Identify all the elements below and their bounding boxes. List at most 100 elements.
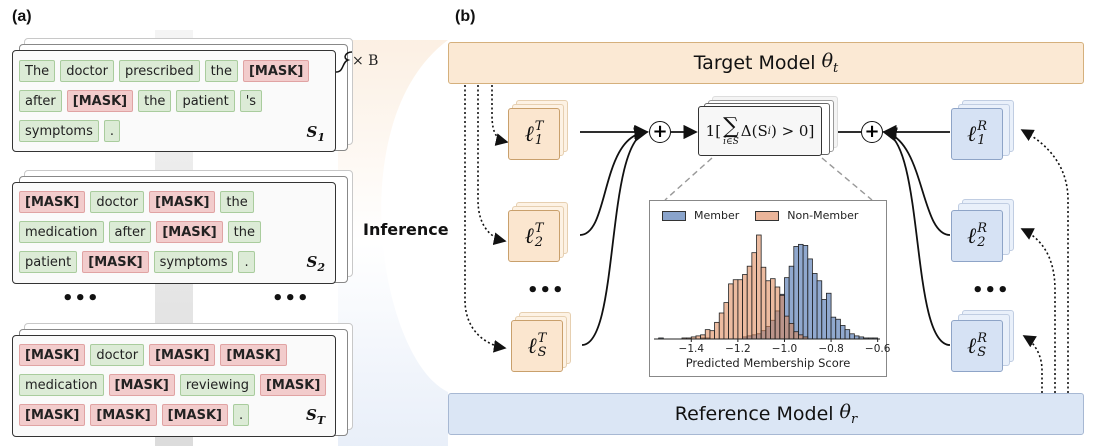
member-bar bbox=[802, 245, 809, 340]
sentence-card-st: [MASK]doctor[MASK][MASK] medication[MASK… bbox=[12, 335, 336, 437]
member-bar bbox=[830, 316, 837, 340]
non-member-bar bbox=[770, 278, 776, 340]
non-member-bar bbox=[714, 321, 720, 340]
word-token: symptoms bbox=[19, 120, 99, 142]
word-token: the bbox=[138, 90, 172, 112]
word-token: after bbox=[108, 221, 152, 243]
member-bar bbox=[844, 329, 851, 340]
mask-token: [MASK] bbox=[108, 374, 175, 396]
word-token: The bbox=[19, 60, 56, 82]
mask-token: [MASK] bbox=[82, 251, 149, 273]
inference-label: Inference bbox=[363, 220, 449, 239]
mask-token: [MASK] bbox=[19, 344, 86, 366]
word-token: the bbox=[204, 60, 238, 82]
x-tick-label: −1.2 bbox=[725, 343, 751, 355]
panel-a-label: (a) bbox=[12, 8, 32, 25]
word-token: reviewing bbox=[179, 374, 255, 396]
member-bar bbox=[793, 246, 799, 340]
sentence-label-s2: S2 bbox=[306, 253, 326, 274]
legend-non-member: Non-Member bbox=[755, 209, 858, 222]
non-member-bar bbox=[788, 323, 795, 340]
target-model-bar: Target Model θt bbox=[448, 42, 1084, 84]
non-member-bar bbox=[760, 266, 767, 340]
word-token: after bbox=[19, 90, 62, 112]
member-bar bbox=[826, 292, 832, 340]
brace-icon bbox=[335, 51, 353, 73]
non-member-bar bbox=[746, 265, 753, 340]
member-bar bbox=[849, 333, 855, 340]
non-member-bar bbox=[704, 329, 711, 340]
sentence-label-st: ST bbox=[305, 406, 325, 427]
mask-token: [MASK] bbox=[66, 90, 134, 112]
non-member-bar bbox=[793, 331, 799, 340]
word-token: . bbox=[103, 120, 121, 142]
non-member-bar bbox=[737, 279, 743, 340]
non-member-bar bbox=[723, 302, 729, 340]
reference-ellipsis: ••• bbox=[972, 280, 1010, 301]
x-tick-label: −0.6 bbox=[864, 343, 891, 355]
word-token: patient bbox=[19, 251, 78, 273]
word-token: the bbox=[220, 191, 254, 213]
x-tick-label: −1.0 bbox=[771, 343, 798, 355]
x-tick-label: −1.4 bbox=[678, 343, 705, 355]
member-bar bbox=[798, 243, 804, 340]
chart-legend: Member Non-Member bbox=[662, 209, 874, 222]
non-member-bar bbox=[784, 315, 790, 340]
non-member-bar bbox=[798, 334, 804, 340]
word-token: 's bbox=[239, 90, 263, 112]
mask-token: [MASK] bbox=[156, 221, 223, 243]
membership-histogram: Member Non-Member −1.4 −1.2 −1.0 −0.8 −0.6 P… bbox=[649, 200, 890, 377]
non-member-bar bbox=[718, 312, 725, 340]
mask-token: [MASK] bbox=[161, 404, 228, 426]
non-member-bar bbox=[765, 280, 771, 340]
histogram-plot bbox=[654, 234, 880, 342]
non-member-bar bbox=[728, 283, 734, 340]
word-token: prescribed bbox=[118, 60, 200, 82]
sum-node-reference: + bbox=[861, 121, 883, 143]
mask-token: [MASK] bbox=[90, 404, 157, 426]
reference-model-bar: Reference Model θr bbox=[448, 393, 1084, 435]
member-bar bbox=[839, 325, 846, 340]
word-token: doctor bbox=[90, 191, 145, 213]
word-token: . bbox=[232, 404, 250, 426]
member-bar bbox=[835, 318, 841, 340]
sum-node-target: + bbox=[649, 121, 671, 143]
member-bar bbox=[807, 258, 813, 340]
member-bar bbox=[816, 280, 823, 340]
legend-member: Member bbox=[662, 209, 739, 222]
mask-token: [MASK] bbox=[19, 404, 86, 426]
word-token: medication bbox=[19, 221, 104, 243]
panel-b-label: (b) bbox=[455, 8, 476, 25]
word-token: the bbox=[227, 221, 261, 243]
sentence-label-s1: S1 bbox=[306, 123, 326, 144]
non-member-bar bbox=[756, 234, 762, 340]
member-bar bbox=[812, 273, 818, 340]
word-token: doctor bbox=[90, 344, 145, 366]
mask-token: [MASK] bbox=[259, 374, 327, 396]
ellipsis-left: ••• bbox=[62, 288, 100, 309]
non-member-bar bbox=[751, 252, 757, 340]
non-member-bar bbox=[732, 279, 739, 340]
repeat-label: × B bbox=[352, 53, 379, 69]
member-bar bbox=[821, 299, 827, 340]
x-tick-label: −0.8 bbox=[818, 343, 844, 355]
mask-token: [MASK] bbox=[220, 344, 287, 366]
x-axis-label: Predicted Membership Score bbox=[685, 356, 851, 370]
word-token: medication bbox=[19, 374, 104, 396]
word-token: doctor bbox=[60, 60, 114, 82]
target-ellipsis: ••• bbox=[527, 280, 565, 301]
non-member-bar bbox=[742, 274, 748, 340]
mask-token: [MASK] bbox=[149, 191, 216, 213]
ellipsis-right: ••• bbox=[272, 288, 310, 309]
non-member-bar bbox=[709, 330, 715, 340]
non-member-bar bbox=[700, 334, 706, 340]
